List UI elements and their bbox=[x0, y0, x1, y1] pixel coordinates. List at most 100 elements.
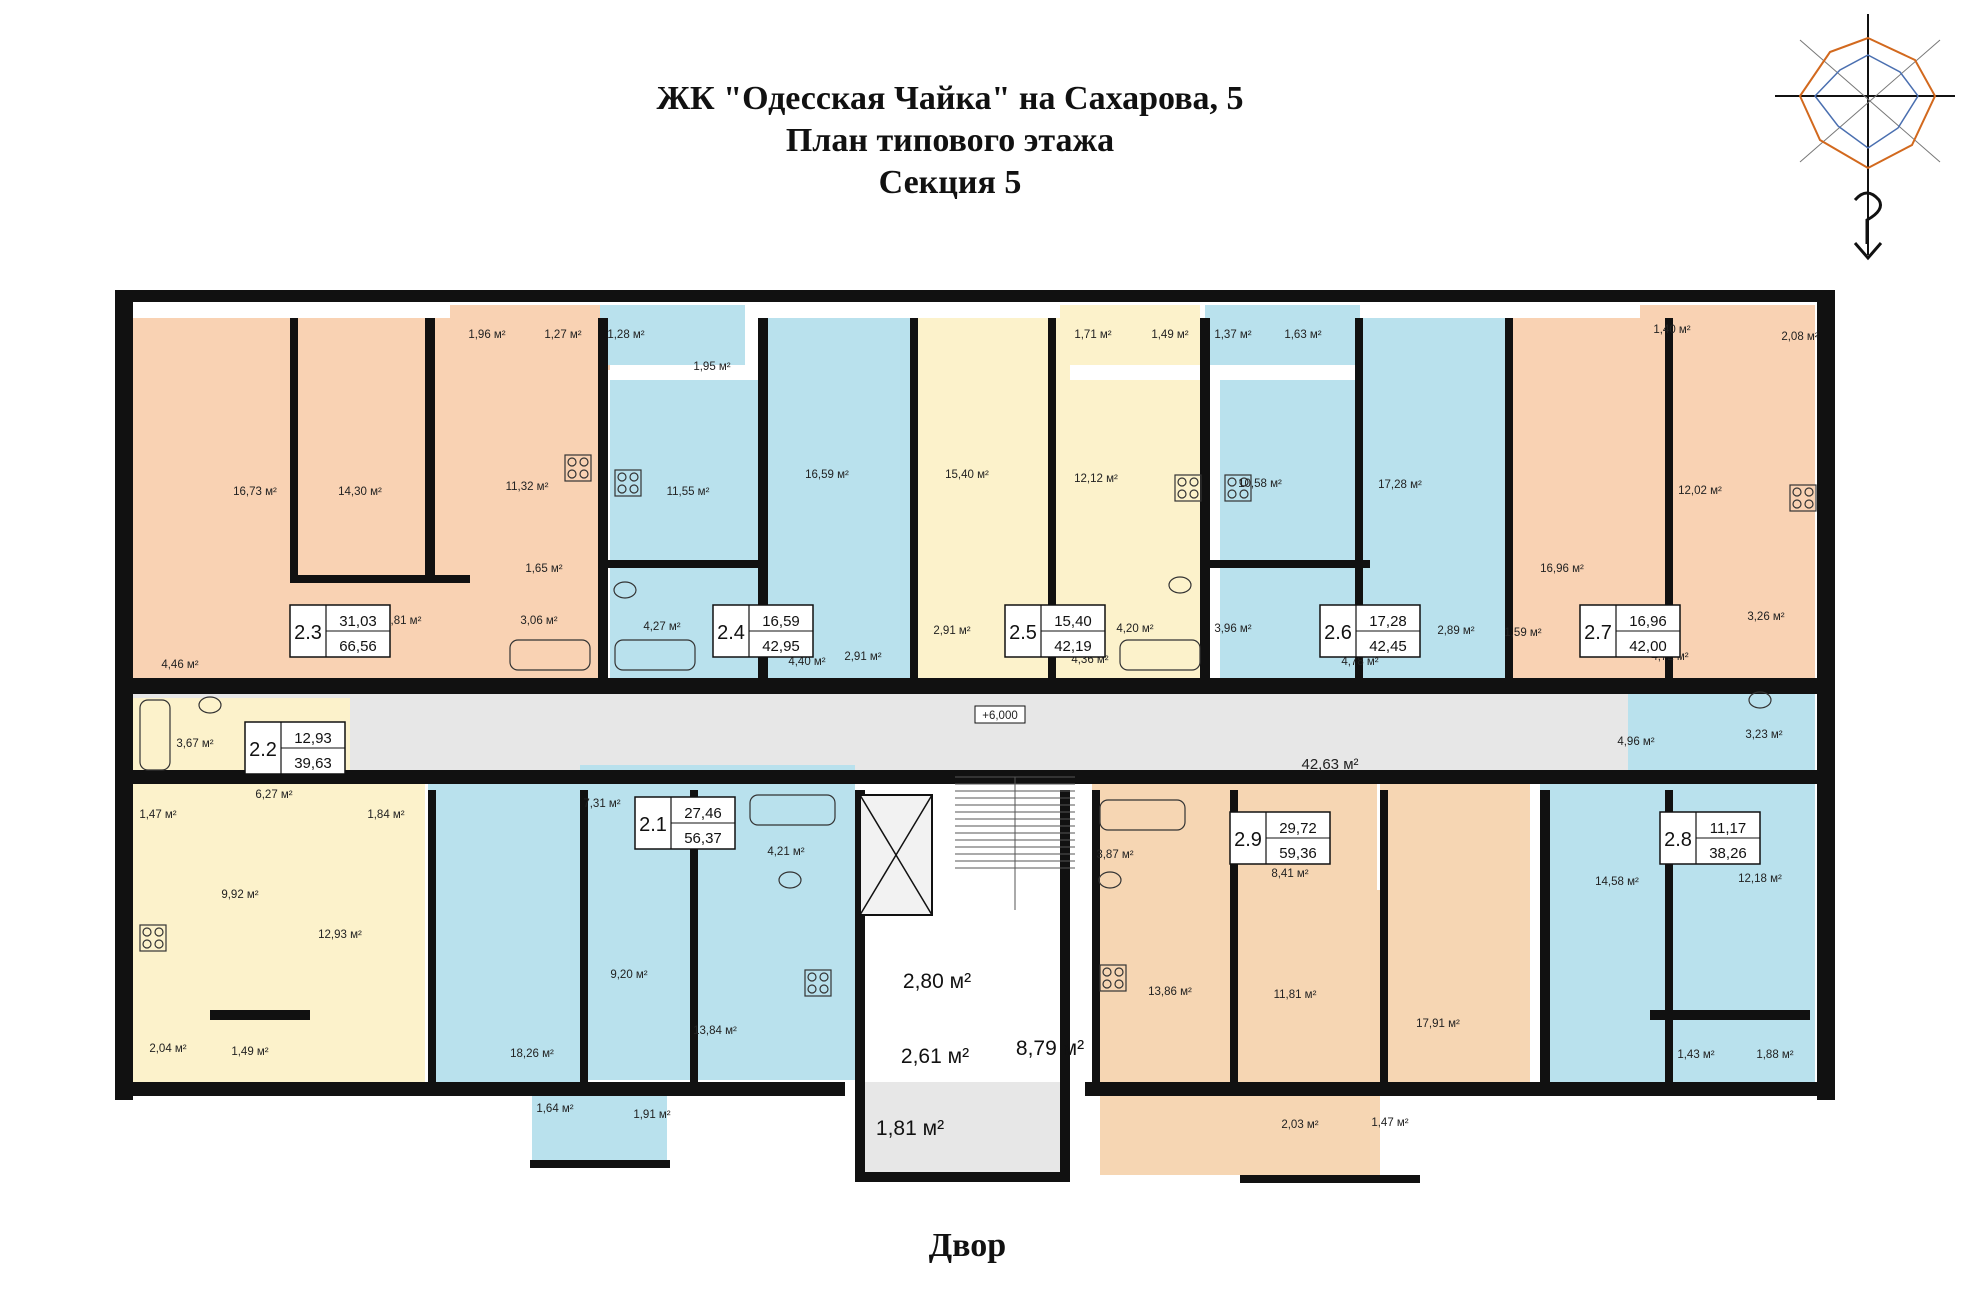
room-fill-22 bbox=[1380, 782, 1530, 1082]
wall-27 bbox=[855, 1172, 1070, 1182]
apartment-living-area: 12,93 bbox=[294, 730, 332, 747]
stove-burner-icon bbox=[1792, 487, 1802, 497]
bathtub-icon bbox=[1099, 799, 1186, 831]
wall-31 bbox=[1650, 1010, 1810, 1020]
apartment-total-area: 42,95 bbox=[762, 638, 800, 655]
room-area-label: 8,79 м² bbox=[1016, 1037, 1084, 1060]
sink-icon bbox=[1098, 871, 1122, 889]
wall-11 bbox=[910, 318, 918, 678]
wall-17 bbox=[428, 790, 436, 1090]
wall-23 bbox=[1230, 790, 1238, 1090]
room-area-label: 4,21 м² bbox=[767, 846, 804, 858]
stove-burner-icon bbox=[617, 472, 627, 482]
room-fill-8 bbox=[1205, 305, 1360, 365]
stove-burner-icon bbox=[154, 927, 164, 937]
stove-icon bbox=[1789, 484, 1817, 512]
wall-6 bbox=[1085, 1082, 1835, 1096]
wall-34 bbox=[1200, 560, 1370, 568]
stove-burner-icon bbox=[1114, 979, 1124, 989]
apartment-living-area: 16,96 bbox=[1629, 613, 1667, 630]
wall-14 bbox=[1355, 318, 1363, 678]
room-area-label: 9,20 м² bbox=[610, 969, 647, 981]
room-area-label: 8,41 м² bbox=[1271, 868, 1308, 880]
apartment-number: 2.9 bbox=[1234, 829, 1262, 851]
wall-21 bbox=[1060, 790, 1070, 1182]
apartment-living-area: 27,46 bbox=[684, 805, 722, 822]
room-area-label: 16,59 м² bbox=[805, 469, 849, 481]
wall-16 bbox=[1665, 318, 1673, 678]
room-area-label: 1,43 м² bbox=[1677, 1049, 1714, 1061]
room-area-label: 12,02 м² bbox=[1678, 485, 1722, 497]
wall-30 bbox=[210, 1010, 310, 1020]
room-fill-16 bbox=[428, 782, 583, 1082]
apartment-living-area: 16,59 bbox=[762, 613, 800, 630]
wall-15 bbox=[1505, 318, 1513, 678]
room-area-label: 1,71 м² bbox=[1074, 329, 1111, 341]
sink-icon bbox=[1748, 691, 1772, 709]
room-area-label: 3,06 м² bbox=[520, 615, 557, 627]
room-area-label: 1,95 м² bbox=[693, 361, 730, 373]
room-area-label: 14,58 м² bbox=[1595, 876, 1639, 888]
apartment-living-area: 17,28 bbox=[1369, 613, 1407, 630]
room-fill-1 bbox=[450, 305, 610, 370]
room-area-label: 1,49 м² bbox=[1151, 329, 1188, 341]
stove-burner-icon bbox=[142, 927, 152, 937]
room-area-label: 2,91 м² bbox=[844, 651, 881, 663]
stove-burner-icon bbox=[629, 472, 639, 482]
wall-3 bbox=[115, 678, 1835, 694]
apartment-living-area: 15,40 bbox=[1054, 613, 1092, 630]
stove-icon bbox=[1224, 474, 1252, 502]
room-area-label: 2,03 м² bbox=[1281, 1119, 1318, 1131]
wall-25 bbox=[1540, 790, 1550, 1090]
room-area-label: 12,93 м² bbox=[318, 929, 362, 941]
room-area-label: 4,20 м² bbox=[1116, 623, 1153, 635]
wall-7 bbox=[290, 318, 298, 578]
wall-13 bbox=[1200, 318, 1210, 690]
apartment-living-area: 29,72 bbox=[1279, 820, 1317, 837]
stove-burner-icon bbox=[1177, 477, 1187, 487]
stove-burner-icon bbox=[1102, 967, 1112, 977]
room-fill-15 bbox=[130, 782, 425, 1087]
apartment-living-area: 11,17 bbox=[1710, 820, 1746, 837]
compass-rose-icon bbox=[1775, 14, 1955, 261]
room-fill-24 bbox=[1628, 690, 1815, 770]
wall-2 bbox=[1817, 290, 1835, 1100]
stove-burner-icon bbox=[807, 984, 817, 994]
wall-22 bbox=[1092, 790, 1100, 1090]
wall-18 bbox=[580, 790, 588, 1090]
room-area-label: 4,27 м² bbox=[643, 621, 680, 633]
room-area-label: 16,96 м² bbox=[1540, 563, 1584, 575]
stove-burner-icon bbox=[1189, 477, 1199, 487]
stove-burner-icon bbox=[807, 972, 817, 982]
stove-burner-icon bbox=[1239, 477, 1249, 487]
room-area-label: 4,78 м² bbox=[1341, 656, 1378, 668]
wall-26 bbox=[1665, 790, 1673, 1090]
room-area-label: 1,64 м² bbox=[536, 1103, 573, 1115]
stove-icon bbox=[564, 454, 592, 482]
apartment-total-area: 42,19 bbox=[1054, 638, 1092, 655]
wall-9 bbox=[598, 318, 608, 690]
stove-burner-icon bbox=[1177, 489, 1187, 499]
yard-label: Двор bbox=[928, 1227, 1007, 1264]
room-area-label: 1,63 м² bbox=[1284, 329, 1321, 341]
elevator-cross bbox=[859, 794, 933, 916]
stove-burner-icon bbox=[1114, 967, 1124, 977]
walls-layer bbox=[115, 290, 1835, 1183]
apartment-total-area: 39,63 bbox=[294, 755, 332, 772]
stove-burner-icon bbox=[819, 972, 829, 982]
corridor-area-label: 42,63 м² bbox=[1301, 756, 1358, 773]
room-area-label: 11,81 м² bbox=[1274, 989, 1317, 1001]
sink-icon bbox=[778, 871, 802, 889]
room-area-label: 3,23 м² bbox=[1745, 729, 1782, 741]
room-area-label: 2,89 м² bbox=[1437, 625, 1474, 637]
room-area-label: 4,40 м² bbox=[788, 656, 825, 668]
room-area-label: 2,04 м² bbox=[149, 1043, 186, 1055]
stove-icon bbox=[1174, 474, 1202, 502]
room-area-label: 10,58 м² bbox=[1238, 478, 1282, 490]
apartment-number: 2.5 bbox=[1009, 622, 1037, 644]
stove-icon bbox=[139, 924, 167, 952]
misc-layer: +6,000 42,63 м² bbox=[974, 705, 1359, 773]
room-fill-25 bbox=[855, 1082, 1060, 1182]
room-area-label: 1,84 м² bbox=[367, 809, 404, 821]
stove-burner-icon bbox=[1804, 499, 1814, 509]
